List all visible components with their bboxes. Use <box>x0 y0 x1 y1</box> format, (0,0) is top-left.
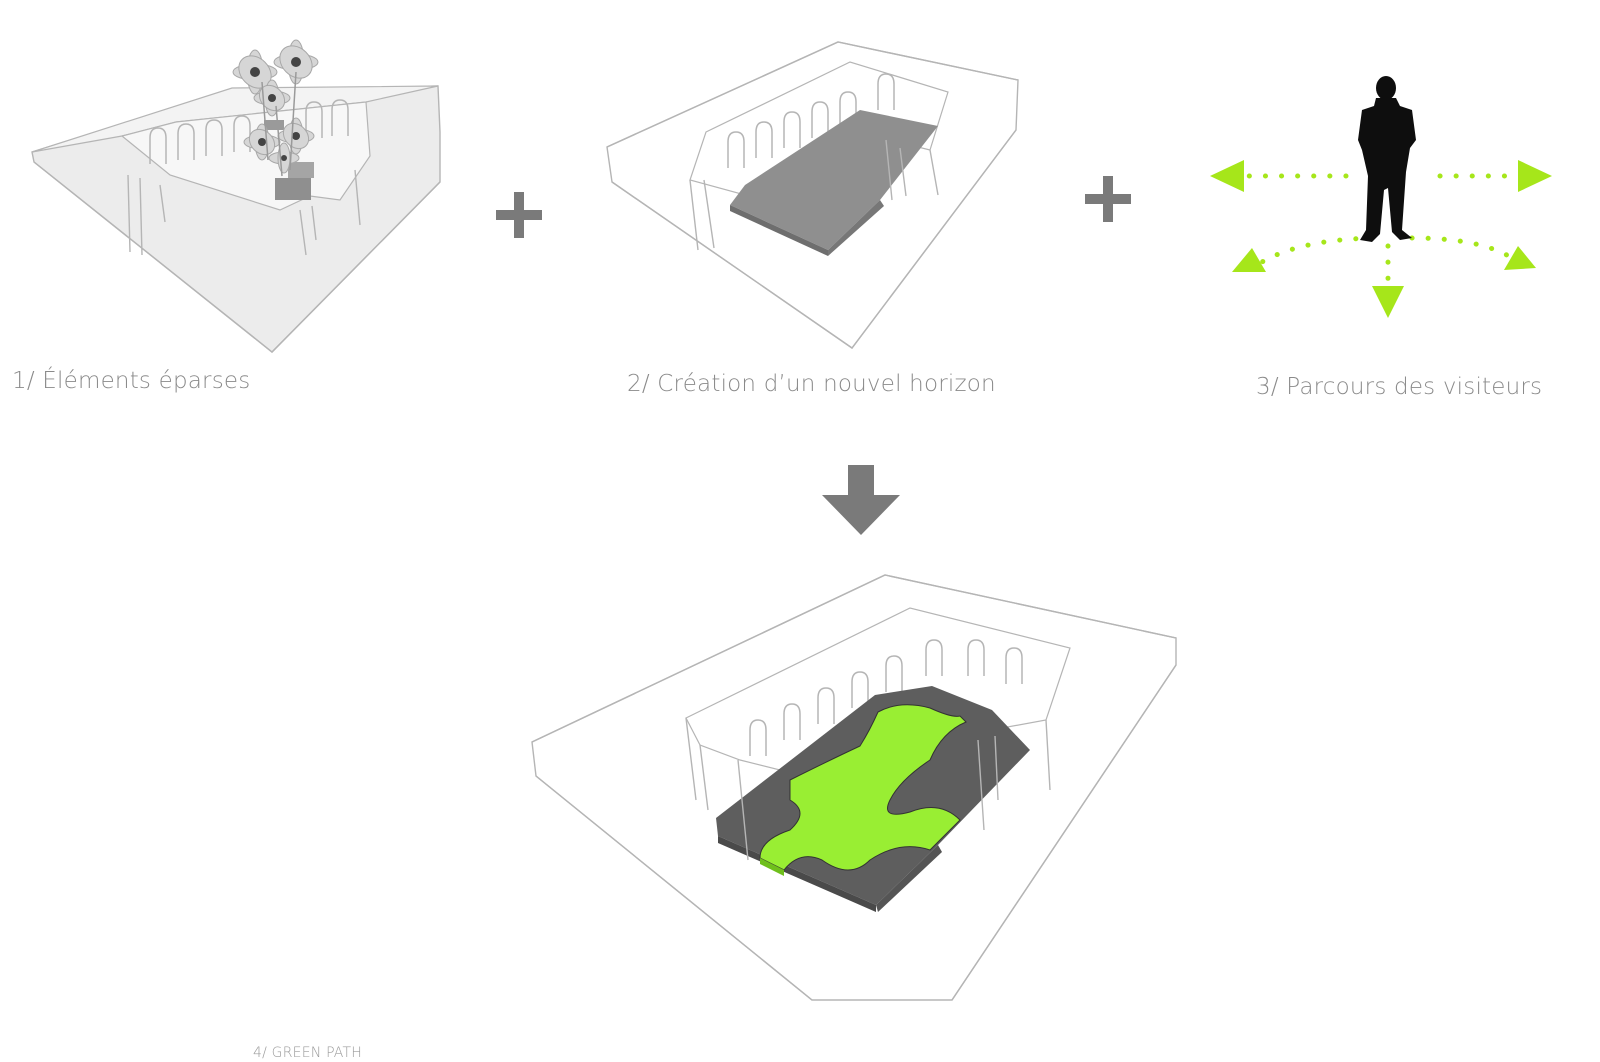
caption-step-3: 3/ Parcours des visiteurs <box>1256 374 1543 400</box>
caption-step-1: 1/ Éléments éparses <box>12 368 251 394</box>
courtyard-model-2 <box>606 41 1019 349</box>
courtyard-model-4 <box>531 574 1177 1001</box>
courtyard-model-1 <box>31 39 441 353</box>
caption-step-2: 2/ Création d’un nouvel horizon <box>627 371 996 397</box>
arrow-down-icon <box>822 465 900 535</box>
plus-icon <box>1085 176 1131 222</box>
plus-icon <box>496 192 542 238</box>
visitor-paths <box>1210 76 1552 318</box>
flower-cluster-icon <box>232 39 319 177</box>
person-silhouette-icon <box>1358 76 1416 242</box>
direction-arrow-icon <box>1210 160 1552 318</box>
caption-step-4: 4/ GREEN PATH <box>253 1045 362 1061</box>
